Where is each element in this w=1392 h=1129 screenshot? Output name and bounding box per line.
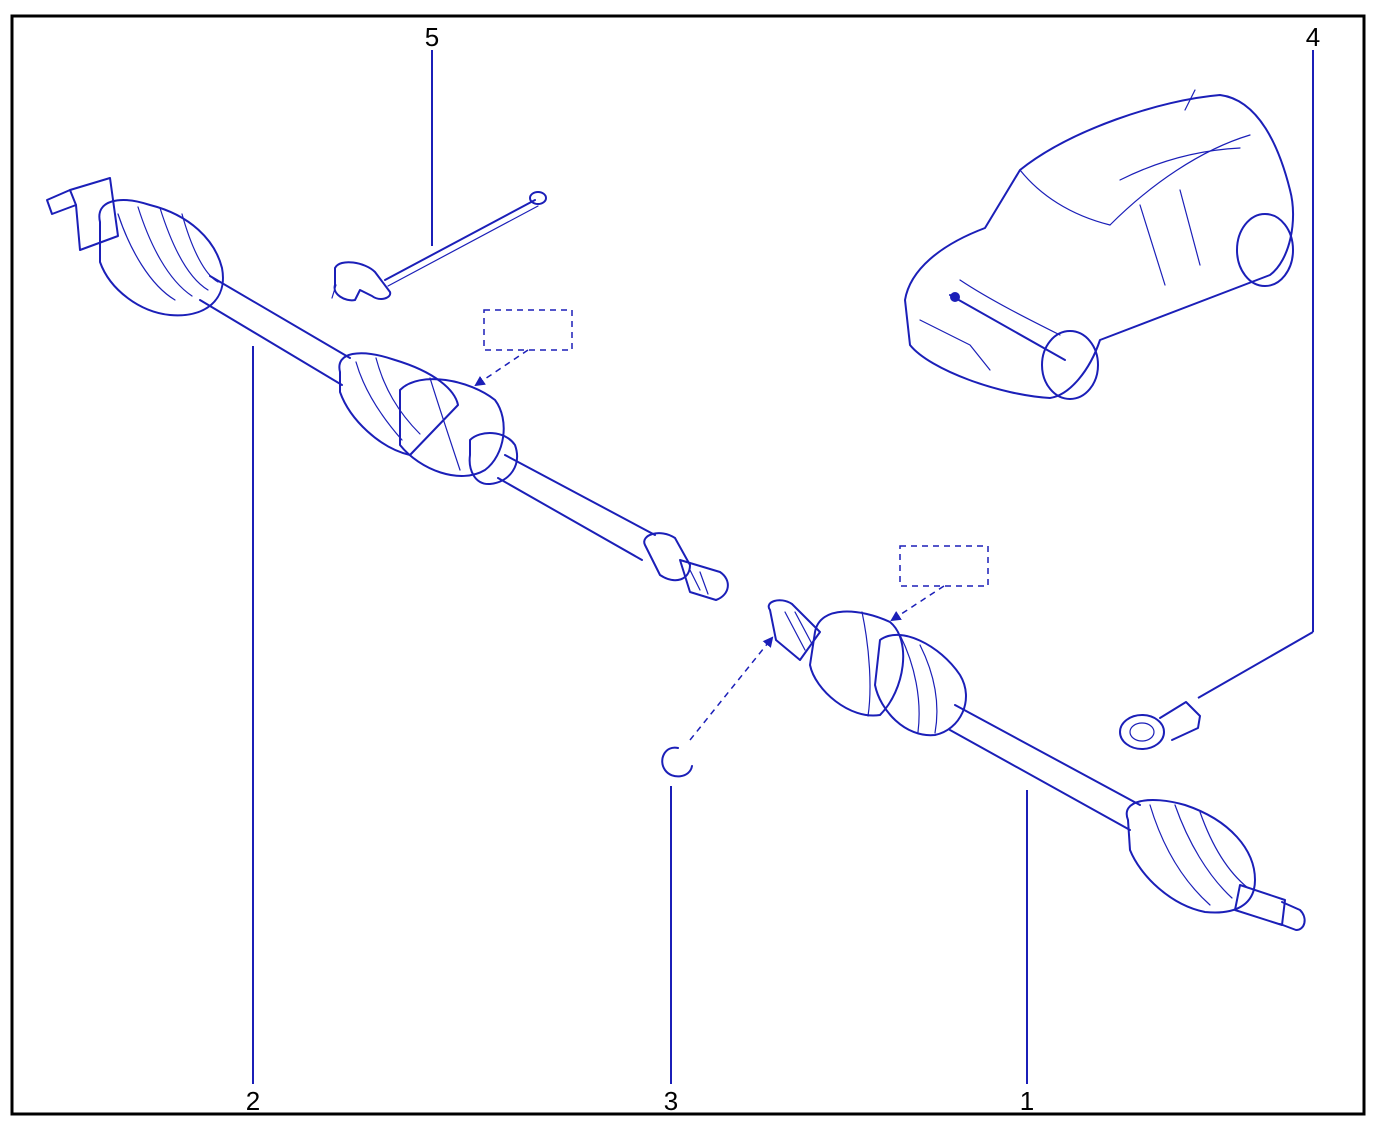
detail-reference-box-right — [899, 545, 989, 587]
circlip-ring — [661, 746, 693, 778]
callout-number-4: 4 — [1305, 22, 1321, 52]
diagram-frame — [10, 14, 1366, 1116]
right-driveshaft — [767, 599, 1306, 931]
detail-reference-box-left — [483, 309, 573, 351]
left-driveshaft — [46, 177, 729, 601]
circlip-fit-arrow — [689, 636, 774, 741]
vehicle-illustration — [904, 89, 1294, 400]
callout-number-5: 5 — [424, 22, 440, 52]
leader-line-4-diagonal — [1197, 631, 1314, 699]
callout-number-2: 2 — [245, 1086, 261, 1116]
detail-arrow-right — [890, 585, 945, 622]
clamp-part — [1119, 701, 1201, 750]
detail-arrow-left — [474, 349, 529, 387]
callout-number-1: 1 — [1019, 1086, 1035, 1116]
callout-number-3: 3 — [663, 1086, 679, 1116]
sensor-wire-part — [331, 191, 547, 302]
